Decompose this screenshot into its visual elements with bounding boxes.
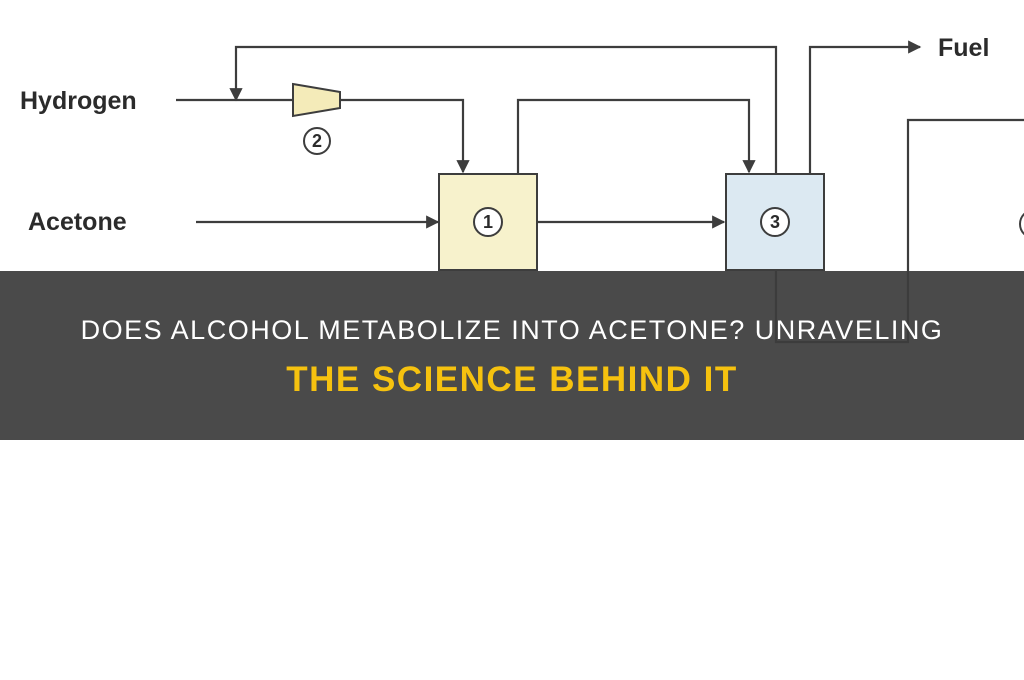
hydrogen-label: Hydrogen bbox=[20, 87, 137, 115]
compressor-to-reactor-line bbox=[340, 98, 470, 174]
acetone-label: Acetone bbox=[28, 208, 127, 236]
cropped-unit-circle bbox=[1019, 212, 1024, 236]
separator-number: 3 bbox=[770, 212, 780, 232]
recycle-line bbox=[229, 45, 778, 176]
compressor-number: 2 bbox=[312, 131, 322, 151]
flow-lines bbox=[176, 40, 1024, 344]
title-banner: DOES ALCOHOL METABOLIZE INTO ACETONE? UN… bbox=[0, 271, 1024, 440]
fuel-label: Fuel bbox=[938, 34, 989, 62]
page-title-line-1: DOES ALCOHOL METABOLIZE INTO ACETONE? UN… bbox=[80, 315, 944, 345]
page-title-line-2: THE SCIENCE BEHIND IT bbox=[286, 360, 738, 399]
reactor-overhead-line bbox=[516, 98, 756, 174]
compressor-number-circle bbox=[303, 127, 331, 155]
separator-number-circle bbox=[760, 207, 790, 237]
compressor-shape bbox=[292, 82, 341, 118]
fuel-line bbox=[808, 40, 922, 174]
reactor-number: 1 bbox=[483, 212, 493, 232]
reactor-number-circle bbox=[473, 207, 503, 237]
